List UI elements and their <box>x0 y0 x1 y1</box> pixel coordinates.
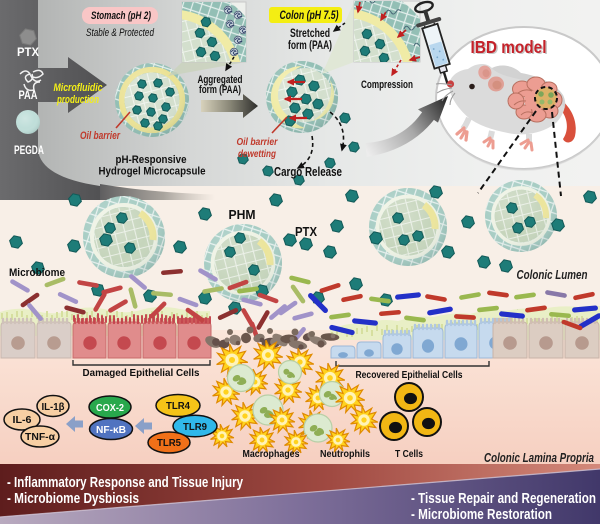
svg-text:dewetting: dewetting <box>238 149 276 160</box>
svg-text:TLR9: TLR9 <box>183 422 207 433</box>
svg-text:Colonic Lamina Propria: Colonic Lamina Propria <box>484 451 594 465</box>
svg-text:form (PAA): form (PAA) <box>288 40 332 52</box>
svg-text:Microfluidic: Microfluidic <box>54 82 103 94</box>
svg-text:- Inflammatory Response and Ti: - Inflammatory Response and Tissue Injur… <box>7 475 243 491</box>
svg-text:NF-κB: NF-κB <box>96 425 126 436</box>
svg-text:PAA: PAA <box>19 88 38 102</box>
svg-text:Hydrogel Microcapsule: Hydrogel Microcapsule <box>99 166 206 178</box>
svg-text:Microbiome: Microbiome <box>9 267 65 279</box>
svg-text:Damaged Epithelial Cells: Damaged Epithelial Cells <box>83 367 200 379</box>
svg-text:Compression: Compression <box>361 79 413 91</box>
svg-text:TNF-α: TNF-α <box>25 432 56 443</box>
svg-text:TLR5: TLR5 <box>157 438 181 449</box>
svg-text:Cargo Release: Cargo Release <box>274 164 342 179</box>
svg-text:Oil barrier: Oil barrier <box>237 137 279 148</box>
svg-text:PHM: PHM <box>229 208 256 222</box>
svg-text:- Tissue Repair and Regenerati: - Tissue Repair and Regeneration <box>411 491 596 507</box>
svg-text:Recovered Epithelial Cells: Recovered Epithelial Cells <box>356 369 463 381</box>
svg-text:Stomach (pH 2): Stomach (pH 2) <box>91 10 151 22</box>
svg-text:production: production <box>56 94 99 106</box>
svg-text:IBD model: IBD model <box>472 38 548 58</box>
svg-text:PTX: PTX <box>295 225 318 239</box>
svg-text:Colon (pH 7.5): Colon (pH 7.5) <box>280 10 339 22</box>
svg-text:Aggregated: Aggregated <box>198 74 243 86</box>
svg-text:form (PAA): form (PAA) <box>199 84 241 96</box>
svg-text:- Microbiome Restoration: - Microbiome Restoration <box>411 507 552 523</box>
svg-text:IBD model: IBD model <box>471 37 547 57</box>
svg-text:Stretched: Stretched <box>290 28 330 40</box>
svg-text:TLR4: TLR4 <box>166 401 190 412</box>
svg-text:COX-2: COX-2 <box>96 403 124 414</box>
svg-text:Colonic Lumen: Colonic Lumen <box>517 267 588 282</box>
svg-text:IL-1β: IL-1β <box>42 402 65 413</box>
svg-text:Neutrophils: Neutrophils <box>320 449 370 460</box>
svg-text:- Microbiome Dysbiosis: - Microbiome Dysbiosis <box>7 491 139 507</box>
svg-text:T Cells: T Cells <box>395 449 423 460</box>
svg-text:Stable & Protected: Stable & Protected <box>86 27 155 39</box>
svg-text:PTX: PTX <box>17 45 39 59</box>
svg-text:IL-6: IL-6 <box>13 415 32 426</box>
svg-text:Macrophages: Macrophages <box>243 449 300 460</box>
svg-text:pH-Responsive: pH-Responsive <box>116 154 187 166</box>
svg-text:Oil barrier: Oil barrier <box>80 130 121 142</box>
svg-text:PEGDA: PEGDA <box>14 143 44 157</box>
